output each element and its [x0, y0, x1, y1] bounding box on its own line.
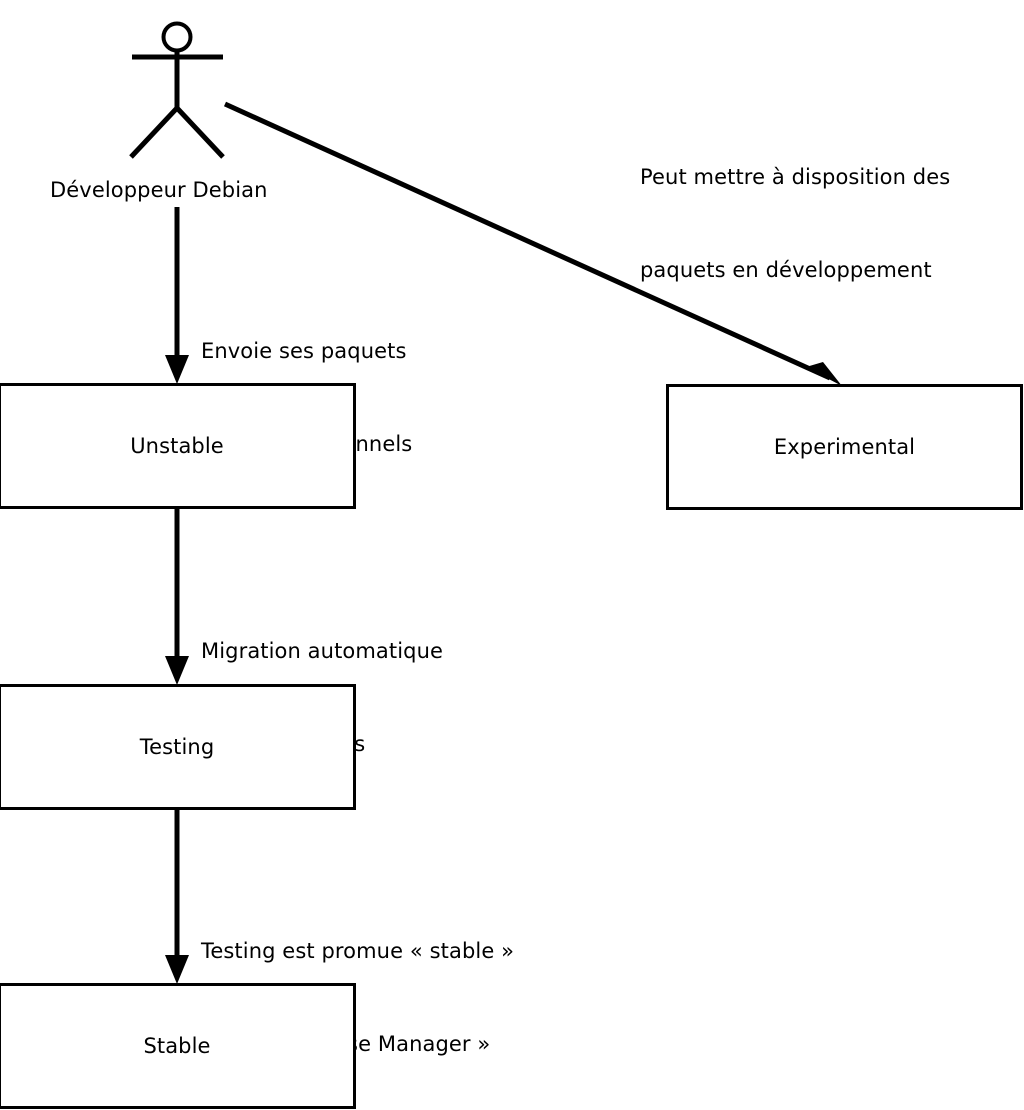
edge-label-line-1: Testing est promue « stable »	[201, 939, 515, 963]
edge-testing-to-stable-arrowhead	[165, 955, 189, 984]
edge-label-line-1: Peut mettre à disposition des	[640, 165, 951, 189]
node-box-testing[interactable]: Testing	[0, 684, 356, 810]
actor-label-developpeur-debian: Développeur Debian	[50, 178, 268, 202]
edge-dev-to-unstable	[165, 207, 189, 384]
edge-unstable-to-testing-arrowhead	[165, 656, 189, 685]
edge-testing-to-stable	[165, 810, 189, 984]
actor-leg-left-line	[129, 106, 179, 159]
edge-label-line-2: paquets en développement	[640, 258, 932, 282]
actor-leg-right-line	[175, 106, 225, 159]
edge-label-line-1: Migration automatique	[201, 639, 444, 663]
actor-stick-figure-icon	[129, 21, 225, 159]
edge-dev-to-experimental-line	[223, 101, 832, 381]
edge-dev-to-unstable-arrowhead	[165, 355, 189, 384]
edge-unstable-to-testing	[165, 509, 189, 685]
edge-dev-to-experimental	[223, 101, 842, 386]
actor-head-icon	[161, 21, 193, 53]
edge-dev-to-experimental-arrowhead	[806, 362, 842, 386]
node-box-unstable[interactable]: Unstable	[0, 383, 356, 509]
node-label-experimental: Experimental	[773, 434, 916, 459]
node-box-experimental[interactable]: Experimental	[666, 384, 1023, 510]
node-label-stable: Stable	[143, 1033, 211, 1058]
edge-label-dev-to-experimental: Peut mettre à disposition des paquets en…	[640, 100, 950, 348]
node-label-testing: Testing	[139, 734, 215, 759]
edge-label-line-1: Envoie ses paquets	[201, 339, 407, 363]
node-box-stable[interactable]: Stable	[0, 983, 356, 1109]
node-label-unstable: Unstable	[130, 433, 224, 458]
